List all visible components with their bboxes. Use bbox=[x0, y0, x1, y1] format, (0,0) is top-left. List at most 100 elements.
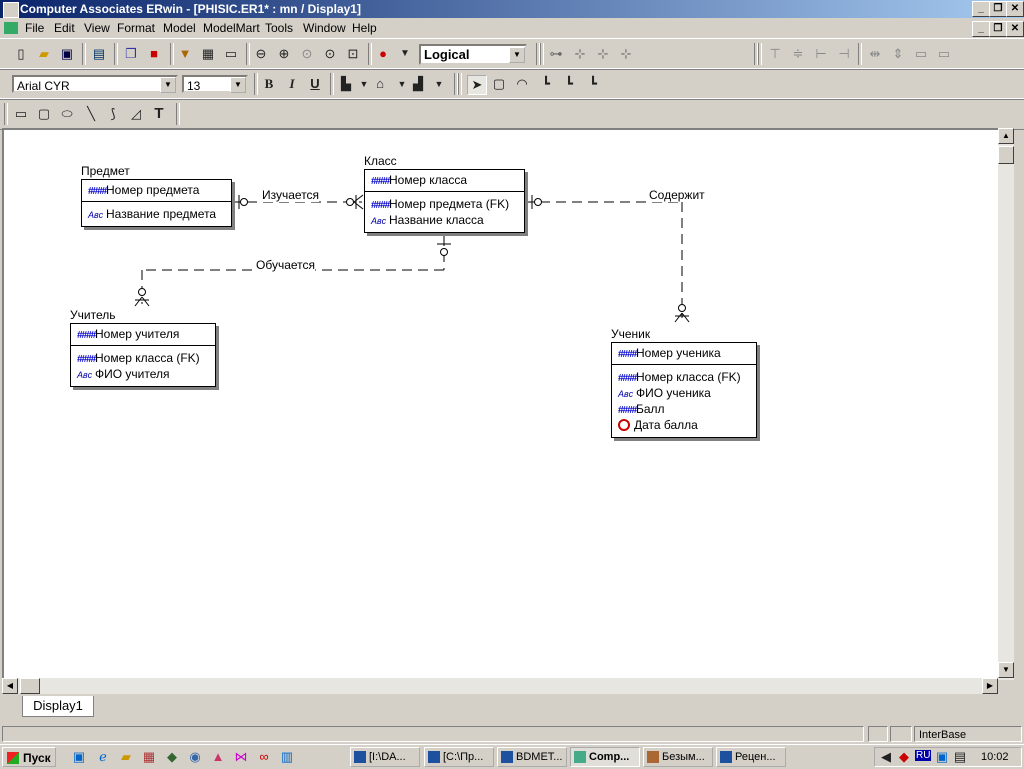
doc-close-button[interactable]: ✕ bbox=[1006, 21, 1024, 37]
taskbar-item[interactable]: BDMET... bbox=[497, 747, 567, 767]
pk-attribute[interactable]: ####Номер учителя bbox=[71, 324, 215, 346]
dropdown-arrow-icon[interactable]: ▼ bbox=[434, 79, 444, 89]
italic-button[interactable]: I bbox=[289, 76, 295, 91]
horizontal-scrollbar[interactable]: ◀ ▶ bbox=[2, 678, 998, 694]
entity-box[interactable]: ####Номер ученика ####Номер класса (FK) … bbox=[611, 342, 757, 438]
text-color-icon[interactable]: ▟ bbox=[413, 76, 423, 91]
menu-tools[interactable]: Tools bbox=[265, 21, 294, 35]
taskbar-item[interactable]: Рецен... bbox=[716, 747, 786, 767]
document-icon[interactable] bbox=[4, 22, 18, 34]
entity-name[interactable]: Предмет bbox=[81, 164, 130, 178]
chevron-down-icon[interactable]: ▼ bbox=[230, 77, 246, 93]
app-icon[interactable]: ▥ bbox=[280, 749, 294, 764]
identifying-relationship-icon[interactable]: ┗ bbox=[542, 76, 550, 91]
underline-button[interactable]: U bbox=[310, 76, 320, 91]
font-name-select[interactable]: Arial CYR ▼ bbox=[12, 75, 178, 93]
entity-name[interactable]: Ученик bbox=[611, 327, 651, 341]
close-button[interactable]: ✕ bbox=[1006, 1, 1024, 17]
doc-restore-button[interactable]: ❐ bbox=[989, 21, 1007, 37]
minimize-button[interactable]: _ bbox=[972, 1, 990, 17]
scroll-up-icon[interactable]: ▲ bbox=[998, 128, 1014, 144]
menu-modelmart[interactable]: ModelMart bbox=[203, 21, 260, 35]
color-icon[interactable]: ■ bbox=[150, 46, 158, 61]
menu-format[interactable]: Format bbox=[117, 21, 156, 35]
entity-display-icon[interactable]: ▦ bbox=[201, 46, 215, 61]
attribute-row[interactable]: Дата балла bbox=[612, 417, 756, 433]
zoom-in-icon[interactable]: ⊕ bbox=[278, 46, 290, 61]
model-view-select[interactable]: Logical ▼ bbox=[419, 44, 527, 65]
dropdown-arrow-icon[interactable]: ▼ bbox=[359, 79, 369, 89]
tray-app-icon[interactable]: ▣ bbox=[935, 749, 949, 764]
zoom-page-icon[interactable]: ⊙ bbox=[324, 46, 336, 61]
same-height-icon[interactable]: ▭ bbox=[937, 46, 951, 61]
non-identifying-relationship-icon[interactable]: ┗ bbox=[589, 76, 597, 91]
ie-icon[interactable]: ℯ bbox=[99, 749, 107, 764]
pen-color-icon[interactable]: ⌂ bbox=[376, 76, 384, 91]
desktop-icon[interactable]: ▣ bbox=[72, 749, 86, 764]
align-middle-icon[interactable]: ≑ bbox=[792, 46, 804, 61]
tray-app-icon[interactable]: ◆ bbox=[899, 749, 909, 764]
zoom-out-icon[interactable]: ⊖ bbox=[255, 46, 267, 61]
relationship-label[interactable]: Обучается bbox=[256, 258, 316, 272]
speaker-icon[interactable]: ◀ bbox=[881, 749, 891, 764]
hierarchy-layout-icon[interactable]: ⊹ bbox=[597, 46, 609, 61]
folder-icon[interactable]: ▰ bbox=[121, 749, 131, 764]
scroll-thumb[interactable] bbox=[998, 146, 1014, 164]
network-layout-icon[interactable]: ⊹ bbox=[620, 46, 632, 61]
entity-tool-icon[interactable]: ▢ bbox=[492, 76, 506, 91]
space-horizontal-icon[interactable]: ⇹ bbox=[869, 46, 881, 61]
domains-icon[interactable]: ● bbox=[379, 46, 387, 61]
font-size-select[interactable]: 13 ▼ bbox=[182, 75, 248, 93]
same-width-icon[interactable]: ▭ bbox=[914, 46, 928, 61]
language-indicator[interactable]: RU bbox=[915, 750, 932, 761]
zoom-actual-icon[interactable]: ⊙ bbox=[301, 46, 313, 61]
align-left-icon[interactable]: ⊢ bbox=[815, 46, 827, 61]
paint-icon[interactable]: ▼ bbox=[178, 46, 192, 61]
tree-layout-icon[interactable]: ⊹ bbox=[574, 46, 586, 61]
many-to-many-relationship-icon[interactable]: ┗ bbox=[565, 76, 573, 91]
open-folder-icon[interactable]: ▰ bbox=[39, 46, 49, 61]
print-icon[interactable]: ▤ bbox=[92, 46, 106, 61]
diagram-canvas[interactable]: Изучается Обучается Содержит Предмет ###… bbox=[2, 128, 1000, 680]
line-icon[interactable]: ╲ bbox=[87, 106, 95, 121]
scroll-left-icon[interactable]: ◀ bbox=[2, 678, 18, 694]
dropdown-arrow-icon[interactable]: ▼ bbox=[400, 48, 410, 59]
start-button[interactable]: Пуск bbox=[2, 747, 56, 767]
taskbar-item[interactable]: [I:\DA... bbox=[350, 747, 420, 767]
taskbar-item[interactable]: [C:\Пр... bbox=[424, 747, 494, 767]
new-file-icon[interactable]: ▯ bbox=[17, 46, 25, 61]
relationship-layout-icon[interactable]: ⊶ bbox=[549, 46, 563, 61]
scroll-right-icon[interactable]: ▶ bbox=[982, 678, 998, 694]
tray-app-icon[interactable]: ▤ bbox=[953, 749, 967, 764]
taskbar-item-active[interactable]: Comp... bbox=[570, 747, 640, 767]
app-icon[interactable]: ⋈ bbox=[234, 749, 248, 764]
entity-box[interactable]: ####Номер класса ####Номер предмета (FK)… bbox=[364, 169, 525, 233]
text-tool-icon[interactable]: T bbox=[154, 105, 164, 122]
relationship-label[interactable]: Изучается bbox=[262, 188, 320, 202]
attribute-row[interactable]: ####Номер класса (FK) bbox=[71, 350, 215, 366]
zoom-fit-icon[interactable]: ⊡ bbox=[347, 46, 359, 61]
menu-view[interactable]: View bbox=[84, 21, 110, 35]
app-icon[interactable]: ◉ bbox=[189, 749, 201, 764]
rounded-rectangle-icon[interactable]: ▢ bbox=[37, 106, 51, 121]
space-vertical-icon[interactable]: ⇕ bbox=[892, 46, 904, 61]
chevron-down-icon[interactable]: ▼ bbox=[160, 77, 176, 93]
tab-display1[interactable]: Display1 bbox=[22, 696, 94, 717]
align-right-icon[interactable]: ⊣ bbox=[838, 46, 850, 61]
bold-button[interactable]: B bbox=[264, 76, 274, 91]
polygon-icon[interactable]: ◿ bbox=[131, 106, 141, 121]
app-icon[interactable]: ▲ bbox=[211, 749, 225, 764]
rectangle-icon[interactable]: ▭ bbox=[14, 106, 28, 121]
menu-model[interactable]: Model bbox=[163, 21, 196, 35]
entity-name[interactable]: Класс bbox=[364, 154, 397, 168]
subtype-tool-icon[interactable]: ◠ bbox=[516, 76, 528, 91]
restore-button[interactable]: ❐ bbox=[989, 1, 1007, 17]
relationship-label[interactable]: Содержит bbox=[649, 188, 705, 202]
pk-attribute[interactable]: ####Номер предмета bbox=[82, 180, 231, 202]
entity-box[interactable]: ####Номер учителя ####Номер класса (FK) … bbox=[70, 323, 216, 387]
ellipse-icon[interactable]: ⬭ bbox=[61, 106, 73, 121]
menu-window[interactable]: Window bbox=[303, 21, 346, 35]
polyline-icon[interactable]: ⟆ bbox=[110, 106, 116, 121]
